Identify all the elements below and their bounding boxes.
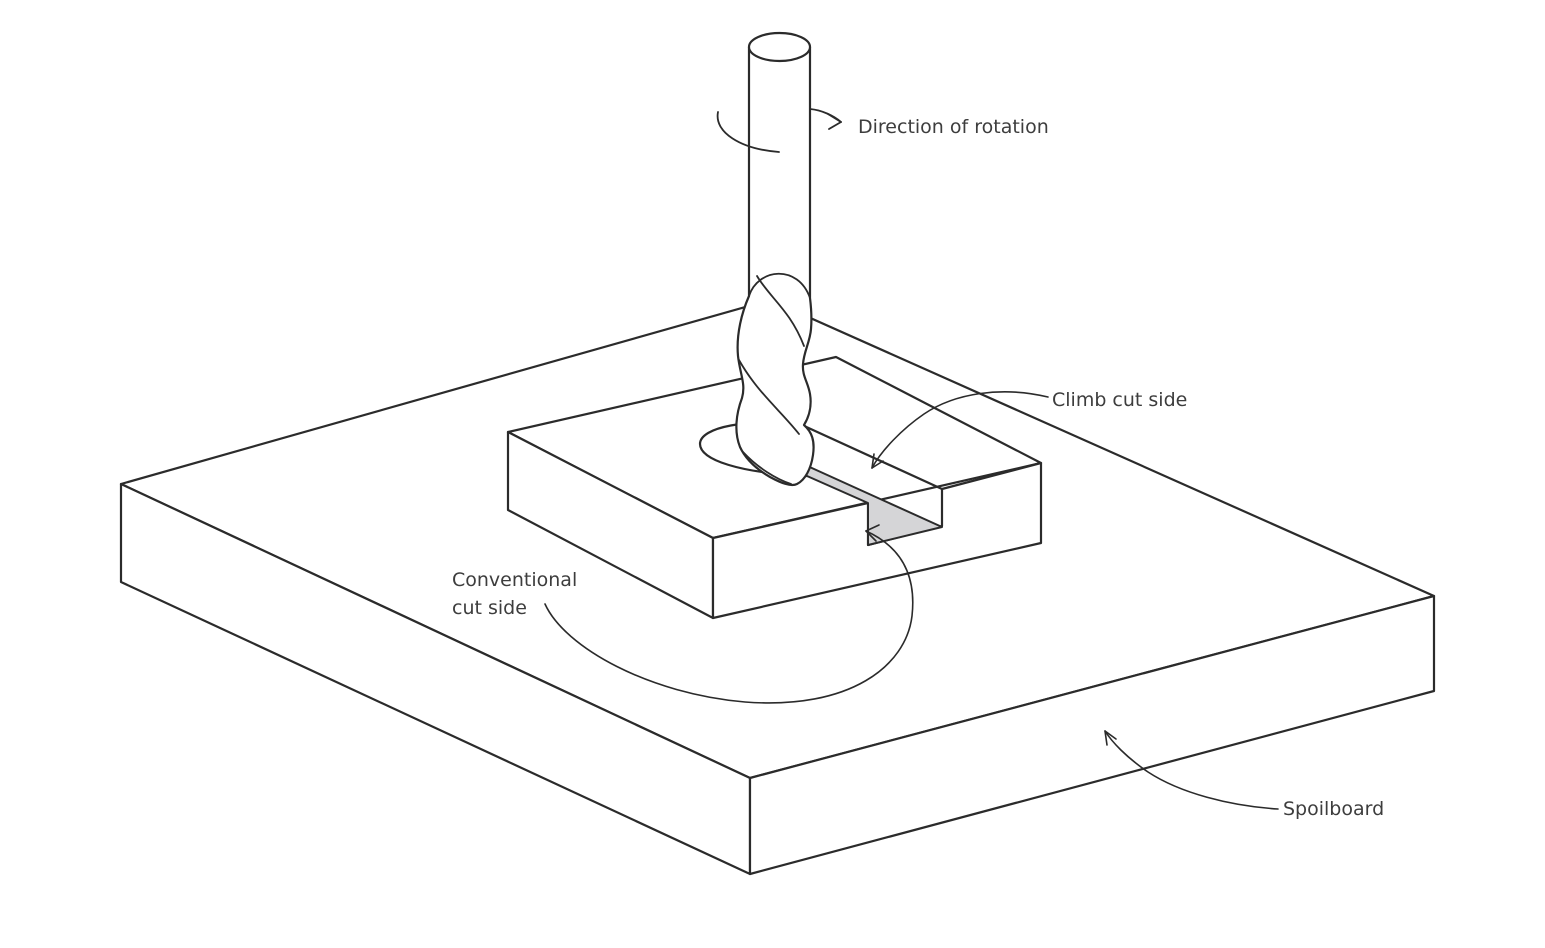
conventional-cut-label: Conventional cut side [452,566,577,622]
climb-arrowhead-icon [871,453,884,469]
end-mill-body [735,45,815,487]
rotation-arc-front [716,111,780,153]
spoilboard-label: Spoilboard [1283,798,1385,820]
conventional-arrowhead-icon [865,524,880,542]
spoilboard-arrowhead-icon [1104,730,1117,746]
spoilboard-front-right-face [748,594,1436,876]
conventional-leader-curve [544,530,914,704]
spoilboard-leader-curve [1104,730,1279,810]
conventional-cut-label-line1: Conventional [452,569,578,591]
flute-spiral-3 [742,451,792,485]
conventional-cut-label-line2: cut side [452,597,527,619]
conventional-leader-arrow [544,524,914,704]
rotation-label: Direction of rotation [858,116,1049,138]
slot-climb-wall-top-edge [800,423,944,491]
spoilboard-leader-arrow [1104,730,1279,810]
climb-leader-curve [871,391,1049,469]
rotation-arrowhead-icon [827,113,842,130]
end-mill-shank-top [747,31,812,63]
end-mill [735,31,815,487]
flute-spiral-1 [756,275,805,347]
climb-cut-label: Climb cut side [1052,389,1188,411]
flute-dome [748,272,811,299]
climb-leader-arrow [871,391,1049,469]
rotation-arrow [716,108,842,153]
flute-spiral-2 [738,359,800,435]
